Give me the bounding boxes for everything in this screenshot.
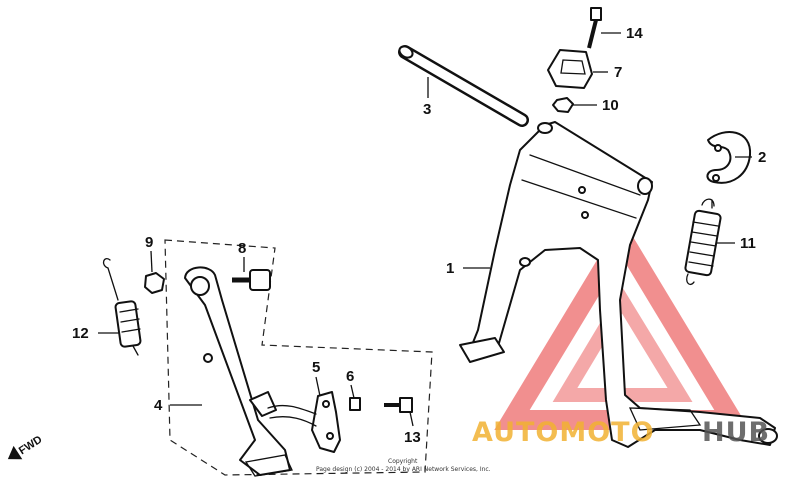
- part-nut-10: [552, 97, 574, 113]
- direction-label: FWD: [17, 434, 45, 458]
- copyright-line-2: Page design (c) 2004 - 2014 by ARI Netwo…: [316, 466, 491, 473]
- part-stopper: [547, 49, 593, 89]
- callout-12: 12: [72, 325, 89, 342]
- part-bolt-8: [232, 269, 271, 291]
- watermark-wordmark: AUTOMOTO HUB: [472, 417, 770, 448]
- forward-indicator: FWD: [7, 434, 45, 460]
- part-spring-12: [102, 258, 142, 356]
- watermark-brand-part1: AUTOMOTO: [472, 417, 655, 448]
- part-side-stand: [184, 266, 293, 477]
- assembly-outline: [164, 239, 433, 476]
- part-nut-9: [144, 272, 165, 294]
- copyright-line-1: Copyright: [388, 458, 418, 465]
- callout-2: 2: [758, 149, 766, 166]
- callout-10: 10: [602, 97, 619, 114]
- callout-14: 14: [626, 25, 643, 42]
- callout-6: 6: [346, 368, 354, 385]
- part-spring-11: [684, 198, 722, 286]
- part-shaft: [398, 45, 529, 127]
- watermark-brand-part2: HUB: [702, 417, 770, 448]
- callout-13: 13: [404, 429, 421, 446]
- part-collar: [349, 397, 361, 411]
- part-plate: [706, 131, 752, 184]
- callout-5: 5: [312, 359, 320, 376]
- callout-4: 4: [154, 397, 163, 414]
- part-main-stand: [459, 121, 778, 448]
- part-bolt-14: [587, 7, 602, 49]
- callout-11: 11: [740, 235, 756, 252]
- callout-7: 7: [614, 64, 622, 81]
- callout-9: 9: [145, 234, 153, 251]
- part-bolt-13: [384, 397, 413, 413]
- leader-lines: [98, 32, 752, 427]
- callout-8: 8: [238, 240, 246, 257]
- part-bracket: [267, 391, 341, 453]
- callout-1: 1: [446, 260, 454, 277]
- arrow-left-icon: [7, 445, 23, 460]
- callout-3: 3: [423, 101, 431, 118]
